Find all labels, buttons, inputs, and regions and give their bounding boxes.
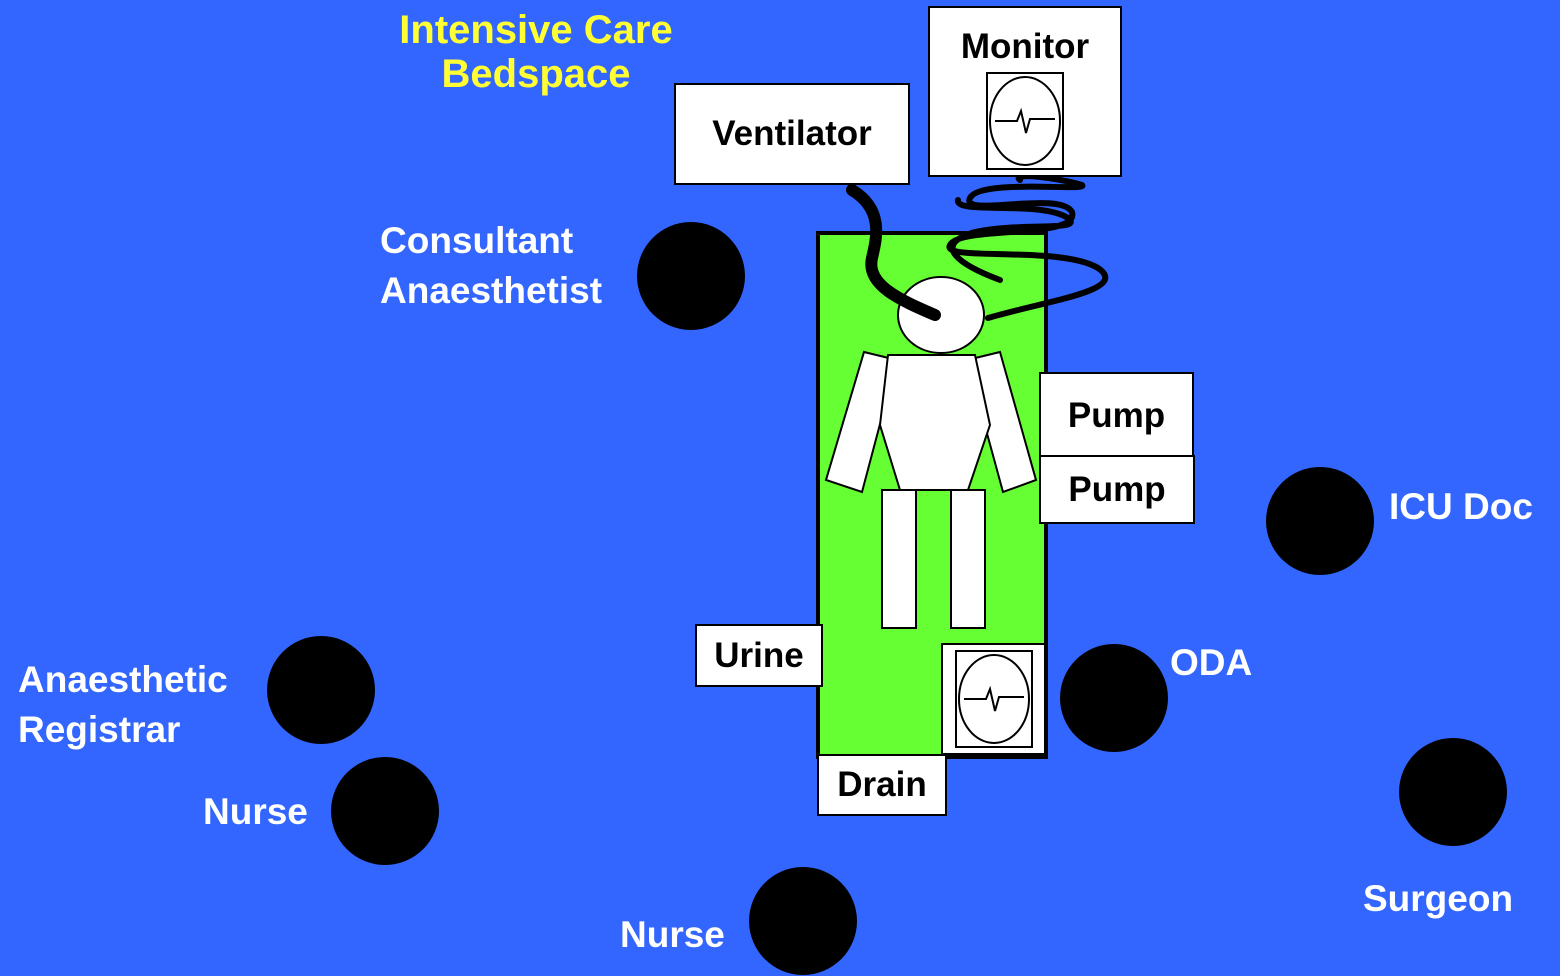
nurse-left-label: Nurse <box>203 787 308 837</box>
monitor-box: Monitor <box>928 6 1122 177</box>
registrar-line-2: Registrar <box>18 705 228 755</box>
ventilator-label: Ventilator <box>712 114 871 154</box>
pump-label-1: Pump <box>1068 396 1165 436</box>
anaesthetic-registrar-label: Anaesthetic Registrar <box>18 655 228 755</box>
staff-marker-nurse-bottom <box>749 867 857 975</box>
patient-left-leg <box>882 490 916 628</box>
staff-marker-icu-doc <box>1266 467 1374 575</box>
staff-marker-nurse-left <box>331 757 439 865</box>
diagram-title: Intensive Care Bedspace <box>366 8 706 96</box>
title-line-2: Bedspace <box>366 52 706 96</box>
urine-label: Urine <box>714 636 803 676</box>
ventilator-box: Ventilator <box>674 83 910 185</box>
consultant-line-2: Anaesthetist <box>380 266 602 316</box>
surgeon-label: Surgeon <box>1363 874 1513 924</box>
bed-monitor-box <box>941 643 1046 755</box>
pump-box-2: Pump <box>1039 455 1195 524</box>
urine-box: Urine <box>695 624 823 687</box>
patient-torso <box>880 355 990 490</box>
staff-marker-registrar <box>267 636 375 744</box>
heart-monitor-icon <box>985 71 1065 171</box>
patient-right-leg <box>951 490 985 628</box>
staff-marker-surgeon <box>1399 738 1507 846</box>
pump-box-1: Pump <box>1039 372 1194 460</box>
oda-label: ODA <box>1170 638 1252 688</box>
registrar-line-1: Anaesthetic <box>18 655 228 705</box>
pump-label-2: Pump <box>1068 470 1165 510</box>
icu-doc-label: ICU Doc <box>1389 482 1533 532</box>
drain-label: Drain <box>837 765 926 805</box>
staff-marker-oda <box>1060 644 1168 752</box>
monitor-label: Monitor <box>961 27 1089 67</box>
consultant-anaesthetist-label: Consultant Anaesthetist <box>380 216 602 316</box>
drain-box: Drain <box>817 754 947 816</box>
nurse-bottom-label: Nurse <box>620 910 725 960</box>
consultant-line-1: Consultant <box>380 216 602 266</box>
staff-marker-consultant <box>637 222 745 330</box>
title-line-1: Intensive Care <box>366 8 706 52</box>
bed-heart-monitor-icon <box>954 649 1034 749</box>
